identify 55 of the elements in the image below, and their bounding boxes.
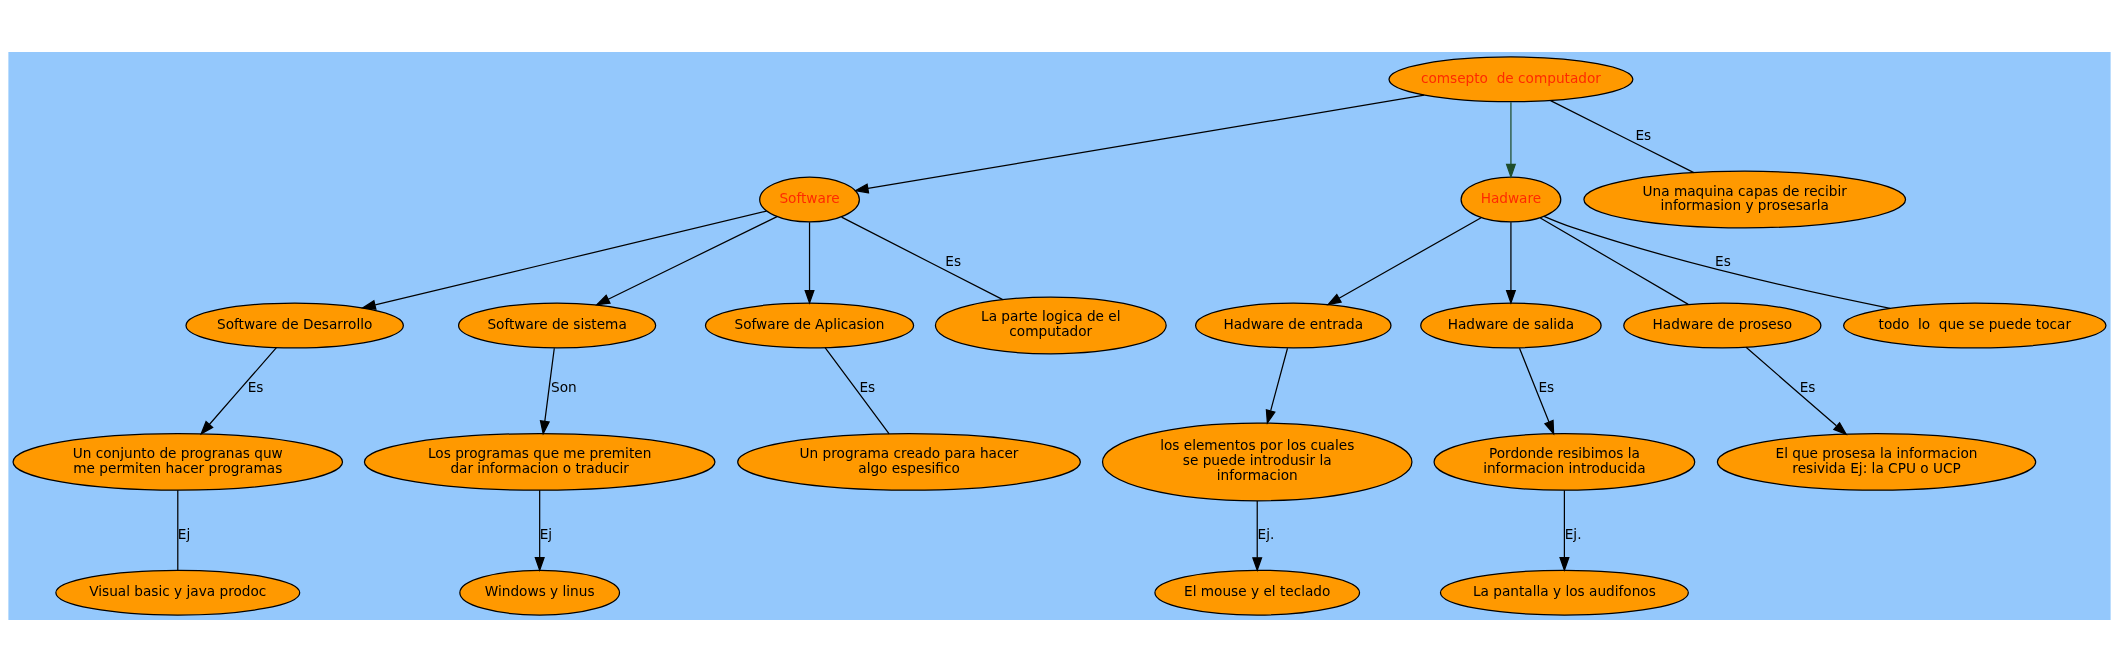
edge-label: Ej.	[1257, 525, 1275, 542]
arrow	[360, 210, 768, 310]
node-ellipse: comsepto de computador	[1388, 56, 1634, 103]
edge-label: Es	[1799, 378, 1816, 395]
node-ellipse: los elementos por los cuales se puede introdusir la informacion	[1101, 422, 1413, 502]
node-ellipse: Visual basic y java prodoc	[55, 569, 301, 616]
node-ellipse: Sofware de Aplicasion	[704, 302, 915, 349]
arrow	[595, 216, 778, 306]
node-ellipse: Hadware de proseso	[1623, 302, 1822, 349]
edge-label: Es	[247, 378, 264, 395]
arrow	[1745, 346, 1848, 436]
arrow	[1252, 500, 1263, 573]
connector	[177, 489, 179, 571]
node-ellipse: Una maquina capas de recibir informasion y prosesarla	[1583, 170, 1907, 229]
arrow	[1505, 221, 1517, 305]
node-ellipse: La pantalla y los audifonos	[1439, 569, 1689, 616]
arrow	[539, 347, 555, 436]
node-ellipse: Pordonde resibimos la informacion introducida	[1433, 433, 1696, 491]
edge-label: Ej	[539, 525, 553, 542]
edge-label: Ej	[177, 525, 191, 542]
edge-label: Son	[551, 378, 577, 395]
arrow	[804, 221, 815, 305]
node-ellipse: todo lo que se puede tocar	[1843, 302, 2107, 349]
node-ellipse: Los programas que me premiten dar informacion o traducir	[363, 433, 716, 491]
arrow	[199, 347, 278, 436]
connector	[1549, 99, 1695, 174]
arrow	[1505, 101, 1517, 179]
edge-label: Es	[1538, 378, 1555, 395]
connector	[1539, 217, 1689, 305]
node-ellipse: Hadware	[1460, 176, 1562, 223]
edge-label: Es	[1635, 127, 1652, 144]
node-ellipse: Hadware de entrada	[1195, 302, 1392, 349]
edge-label: Es	[859, 378, 876, 395]
node-ellipse: Un programa creado para hacer algo espesifico	[737, 433, 1081, 491]
node-ellipse: Windows y linus	[459, 569, 621, 616]
edge-label: Es	[945, 252, 962, 269]
arrow	[1265, 347, 1289, 425]
arrow	[853, 94, 1425, 194]
connector	[840, 216, 1004, 301]
node-ellipse: Software de Desarrollo	[185, 302, 404, 349]
node-ellipse: Hadware de salida	[1420, 302, 1602, 349]
node-ellipse: El mouse y el teclado	[1154, 569, 1361, 616]
arrow	[1518, 347, 1555, 436]
edge-label: Ej.	[1564, 525, 1582, 542]
arrow	[1326, 217, 1482, 306]
arrow	[1559, 489, 1570, 573]
edge-label: Es	[1715, 252, 1731, 269]
node-ellipse: El que prosesa la informacion resivida Ej: la CPU o UCP	[1716, 433, 2037, 491]
connector	[824, 347, 890, 435]
node-ellipse: Un conjunto de progranas quw me permiten hacer programas	[12, 433, 344, 491]
node-ellipse: La parte logica de el computador	[934, 296, 1167, 355]
node-ellipse: Software de sistema	[457, 302, 657, 349]
node-ellipse: Software	[759, 176, 860, 223]
connector	[1543, 215, 1891, 309]
arrow	[534, 489, 545, 573]
